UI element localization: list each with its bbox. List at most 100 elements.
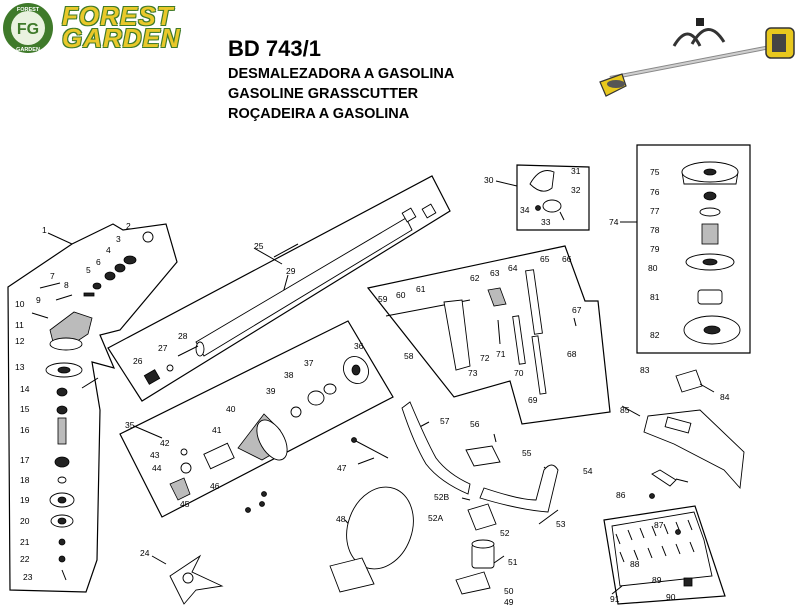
callout-label: 83 bbox=[640, 365, 650, 375]
callout-label: 59 bbox=[378, 294, 388, 304]
callout-label: 6 bbox=[96, 257, 101, 267]
callout-label: 49 bbox=[504, 597, 514, 605]
callout-label: 53 bbox=[556, 519, 566, 529]
callout-label: 14 bbox=[20, 384, 30, 394]
callout-label: 50 bbox=[504, 586, 514, 596]
callout-label: 74 bbox=[609, 217, 619, 227]
callout-label: 81 bbox=[650, 292, 660, 302]
callout-label: 70 bbox=[514, 368, 524, 378]
throttle-parts bbox=[385, 269, 577, 395]
callout-label: 71 bbox=[496, 349, 506, 359]
callout-label: 63 bbox=[490, 268, 500, 278]
callout-label: 69 bbox=[528, 395, 538, 405]
callout-label: 56 bbox=[470, 419, 480, 429]
callout-label: 57 bbox=[440, 416, 450, 426]
callout-label: 43 bbox=[150, 450, 160, 460]
callout-label: 62 bbox=[470, 273, 480, 283]
callout-label: 1 bbox=[42, 225, 47, 235]
frame-outlines bbox=[7, 144, 751, 605]
callout-label: 10 bbox=[15, 299, 25, 309]
callout-label: 24 bbox=[140, 548, 150, 558]
callout-label: 45 bbox=[180, 499, 190, 509]
callout-label: 48 bbox=[336, 514, 346, 524]
callout-label: 12 bbox=[15, 336, 25, 346]
callout-label: 64 bbox=[508, 263, 518, 273]
callout-label: 20 bbox=[20, 516, 30, 526]
callout-label: 61 bbox=[416, 284, 426, 294]
drive-shaft-parts bbox=[143, 203, 437, 385]
callout-label: 44 bbox=[152, 463, 162, 473]
logo-badge-icon: FG FOREST GARDEN bbox=[3, 3, 53, 53]
callout-label: 86 bbox=[616, 490, 626, 500]
callout-label: 23 bbox=[23, 572, 33, 582]
gearhead-parts bbox=[31, 231, 224, 605]
callout-label: 90 bbox=[666, 592, 676, 602]
callout-label: 37 bbox=[304, 358, 314, 368]
callout-label: 39 bbox=[266, 386, 276, 396]
callout-label: 77 bbox=[650, 206, 660, 216]
callout-label: 91 bbox=[610, 594, 620, 604]
callout-label: 80 bbox=[648, 263, 658, 273]
logo-ring-top: FOREST bbox=[17, 7, 40, 13]
callout-label: 84 bbox=[720, 392, 730, 402]
callout-label: 42 bbox=[160, 438, 170, 448]
callout-label: 18 bbox=[20, 475, 30, 485]
callout-label: 8 bbox=[64, 280, 69, 290]
callout-label: 82 bbox=[650, 330, 660, 340]
callout-label: 51 bbox=[508, 557, 518, 567]
callout-label: 31 bbox=[571, 166, 581, 176]
callout-label: 88 bbox=[630, 559, 640, 569]
logo-badge-letters: FG bbox=[17, 21, 39, 38]
forest-garden-logo: FG FOREST GARDEN FOREST GARDEN bbox=[2, 2, 212, 54]
callout-label: 65 bbox=[540, 254, 550, 264]
clutch-housing-parts bbox=[169, 356, 389, 513]
callout-label: 2 bbox=[126, 221, 131, 231]
brand-name-line1: FOREST bbox=[62, 1, 174, 31]
callout-label: 72 bbox=[480, 353, 490, 363]
callout-label: 87 bbox=[654, 520, 664, 530]
callout-label: 60 bbox=[396, 290, 406, 300]
callout-label: 85 bbox=[620, 405, 630, 415]
callout-label: 19 bbox=[20, 495, 30, 505]
callout-label: 52B bbox=[434, 492, 449, 502]
callout-label: 11 bbox=[15, 320, 24, 330]
callout-label: 33 bbox=[541, 217, 551, 227]
cutting-blade-teeth bbox=[611, 511, 713, 587]
callout-label: 21 bbox=[20, 537, 30, 547]
callout-label: 75 bbox=[650, 167, 660, 177]
subtitle-english: GASOLINE GRASSCUTTER bbox=[228, 86, 419, 102]
callout-label: 89 bbox=[652, 575, 662, 585]
callout-label: 9 bbox=[36, 295, 41, 305]
callout-label: 15 bbox=[20, 404, 30, 414]
logo-ring-bottom: GARDEN bbox=[16, 47, 40, 53]
callout-label: 54 bbox=[583, 466, 593, 476]
brand-name-line2: GARDEN bbox=[62, 23, 181, 53]
callout-label: 7 bbox=[50, 271, 55, 281]
callout-label: 35 bbox=[125, 420, 135, 430]
callout-label: 3 bbox=[116, 234, 121, 244]
callout-label: 47 bbox=[337, 463, 347, 473]
callout-label: 66 bbox=[562, 254, 572, 264]
callout-label: 76 bbox=[650, 187, 660, 197]
callout-labels: 1 2 3 4 5 6 7 8 9 10 11 12 13 14 15 16 1… bbox=[15, 166, 730, 605]
callout-label: 68 bbox=[567, 349, 577, 359]
subtitle-portuguese: ROÇADEIRA A GASOLINA bbox=[228, 106, 410, 122]
callout-label: 25 bbox=[254, 241, 264, 251]
clamp-parts bbox=[529, 170, 565, 221]
guard-handle-parts bbox=[329, 369, 745, 595]
spool-head-parts bbox=[681, 161, 741, 345]
callout-label: 40 bbox=[226, 404, 236, 414]
callout-label: 38 bbox=[284, 370, 294, 380]
callout-label: 52 bbox=[500, 528, 510, 538]
callout-label: 22 bbox=[20, 554, 30, 564]
callout-label: 34 bbox=[520, 205, 530, 215]
callout-label: 5 bbox=[86, 265, 91, 275]
callout-label: 55 bbox=[522, 448, 532, 458]
callout-label: 73 bbox=[468, 368, 478, 378]
callout-label: 78 bbox=[650, 225, 660, 235]
callout-label: 67 bbox=[572, 305, 582, 315]
callout-label: 46 bbox=[210, 481, 220, 491]
callout-label: 28 bbox=[178, 331, 188, 341]
callout-label: 4 bbox=[106, 245, 111, 255]
